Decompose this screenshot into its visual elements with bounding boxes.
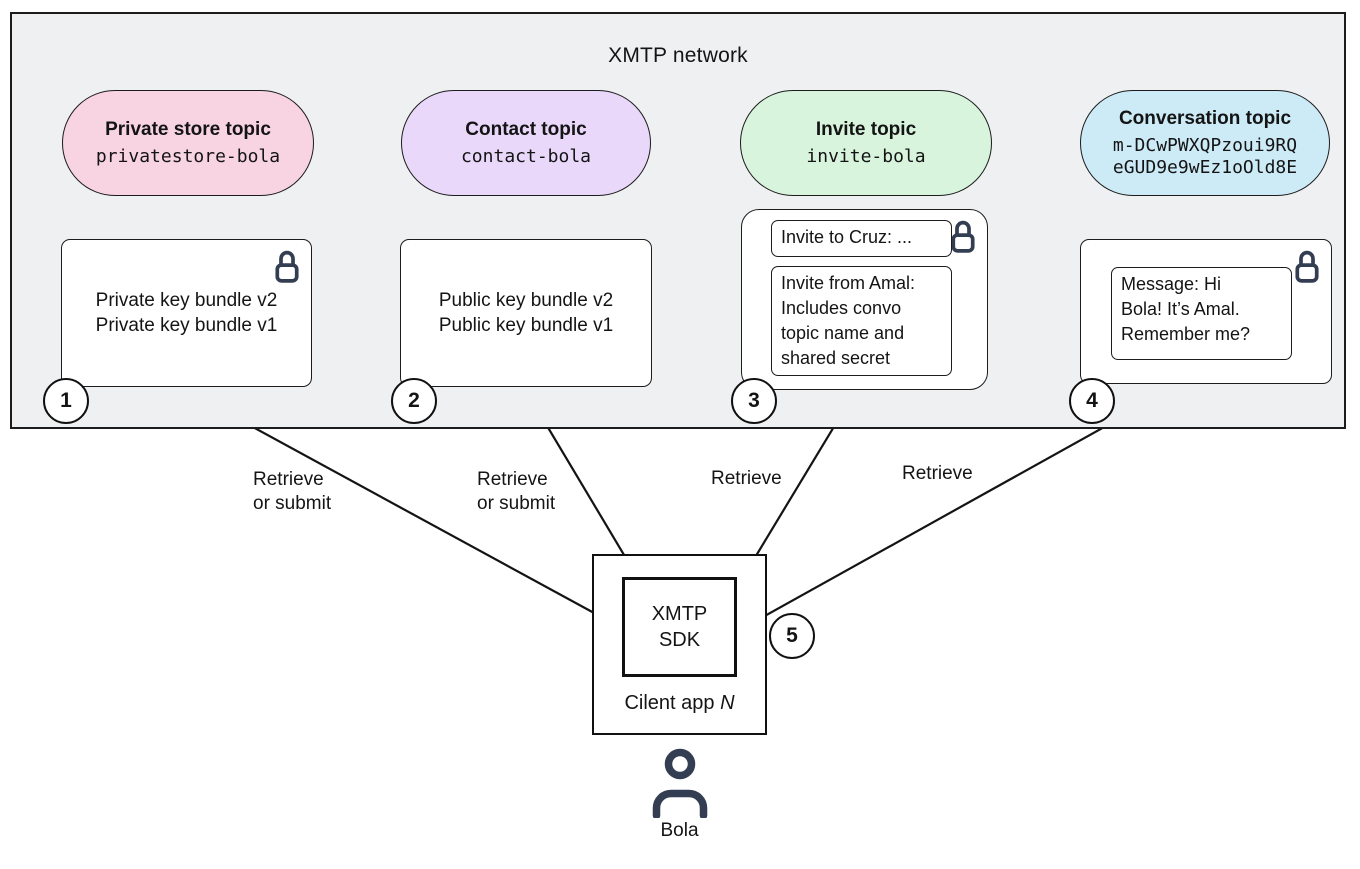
- public-key-bundles-text: Public key bundle v2 Public key bundle v…: [438, 290, 614, 336]
- lock-icon: [1295, 250, 1319, 283]
- lock-icon: [275, 250, 299, 283]
- pill-topic-name: privatestore-bola: [95, 145, 281, 167]
- pill-title: Private store topic: [105, 118, 271, 140]
- step-circle-3: 3: [731, 378, 777, 424]
- xmtp-network-panel: XMTP network Private store topic private…: [10, 12, 1346, 429]
- pill-invite-topic: Invite topic invite-bola: [740, 90, 992, 196]
- person-icon: [652, 748, 708, 818]
- pill-title: Contact topic: [465, 118, 587, 140]
- pill-topic-name: m-DCwPWXQPzoui9RQ eGUD9e9wEz1oOld8E: [1112, 134, 1298, 178]
- arrow-label-retrieve-4: Retrieve: [902, 463, 973, 484]
- user-label: Bola: [660, 820, 699, 841]
- contact-box: Public key bundle v2 Public key bundle v…: [400, 239, 652, 387]
- step-circle-1: 1: [43, 378, 89, 424]
- invite-to-cruz-box: Invite to Cruz: ...: [771, 220, 952, 257]
- pill-title: Conversation topic: [1118, 107, 1292, 129]
- pill-conversation-topic: Conversation topic m-DCwPWXQPzoui9RQ eGU…: [1080, 90, 1330, 196]
- pill-topic-name: contact-bola: [460, 145, 592, 167]
- client-app-variable: N: [720, 692, 735, 714]
- arrow-label-retrieve-or-submit-2: Retrieve or submit: [477, 469, 556, 514]
- step-circle-5: 5: [769, 613, 815, 659]
- arrow-label-retrieve-or-submit-1: Retrieve or submit: [253, 469, 332, 514]
- xmtp-sdk-box: XMTP SDK: [622, 577, 737, 677]
- private-key-bundles-text: Private key bundle v2 Private key bundle…: [95, 290, 278, 336]
- pill-private-store-topic: Private store topic privatestore-bola: [62, 90, 314, 196]
- pill-contact-topic: Contact topic contact-bola: [401, 90, 651, 196]
- panel-title: XMTP network: [608, 44, 748, 67]
- arrow-label-retrieve-3: Retrieve: [711, 468, 782, 489]
- pill-topic-name: invite-bola: [806, 145, 926, 167]
- lock-icon: [951, 220, 975, 253]
- private-store-box: Private key bundle v2 Private key bundle…: [61, 239, 312, 387]
- step-circle-2: 2: [391, 378, 437, 424]
- client-app-label-text: Cilent app: [624, 692, 715, 714]
- invite-box: Invite to Cruz: ... Invite from Amal: In…: [741, 209, 988, 390]
- message-box: Message: Hi Bola! It’s Amal. Remember me…: [1111, 267, 1292, 360]
- step-circle-4: 4: [1069, 378, 1115, 424]
- client-app-label: Cilent app N: [592, 692, 767, 715]
- invite-from-amal-box: Invite from Amal: Includes convo topic n…: [771, 266, 952, 376]
- pill-title: Invite topic: [815, 118, 917, 140]
- conversation-box: Message: Hi Bola! It’s Amal. Remember me…: [1080, 239, 1332, 384]
